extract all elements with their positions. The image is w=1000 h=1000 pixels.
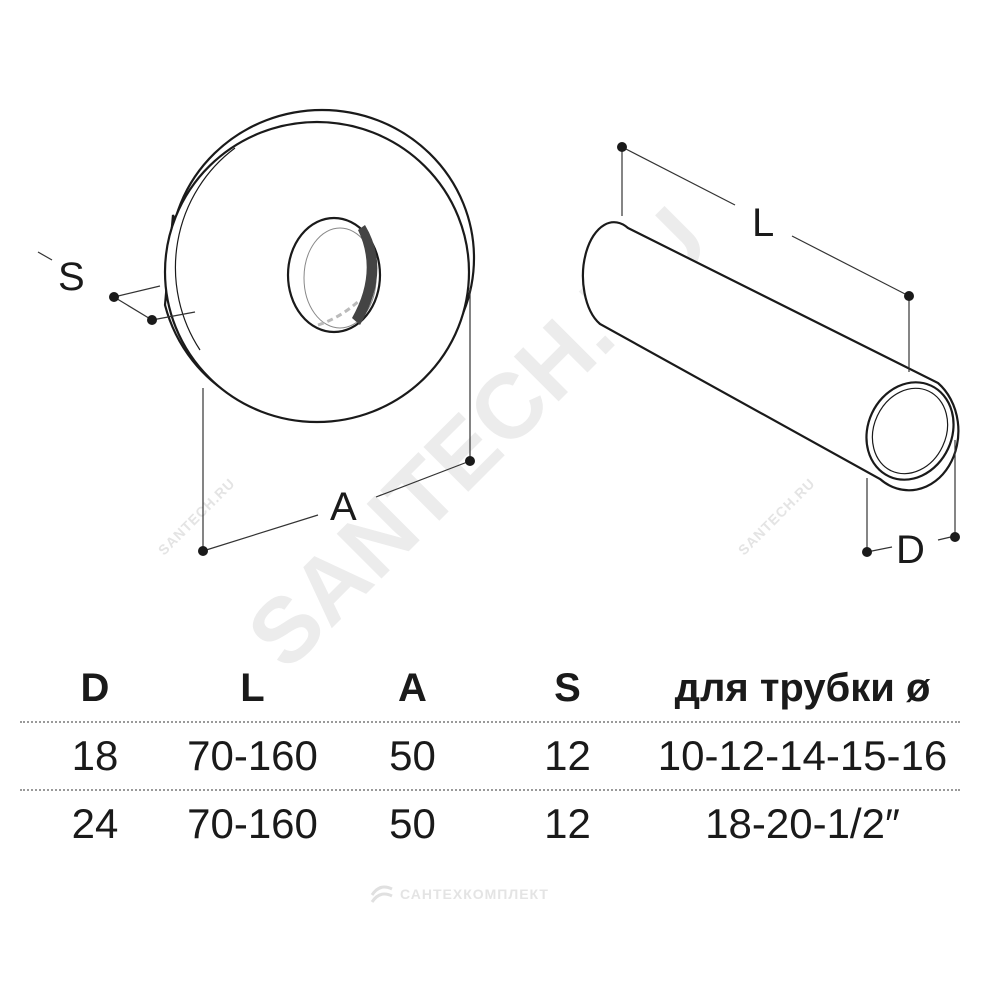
table-cell-a: 50 <box>389 732 436 779</box>
table-cell-pipe-diameter: 10-12-14-15-16 <box>657 732 948 779</box>
table-cell-l: 70-160 <box>187 800 318 847</box>
dimension-label-l: L <box>752 201 774 245</box>
escutcheon-drawing <box>163 108 476 424</box>
dimension-s: S <box>37 251 196 325</box>
table-cell-s: 12 <box>544 732 591 779</box>
table-row: 18 70-160 50 12 10-12-14-15-16 <box>20 721 960 789</box>
tube-drawing <box>581 221 960 492</box>
escutcheon-hole-shade <box>352 225 378 325</box>
tube-end-inner <box>871 387 949 475</box>
table-cell-pipe-diameter: 18-20-1/2″ <box>705 800 900 847</box>
tube-body <box>581 221 960 492</box>
dimension-label-a: A <box>330 485 357 529</box>
watermark-brand-text: САНТЕХКОМПЛЕКТ <box>400 886 549 902</box>
table-header-pipe-diameter: для трубки ø <box>674 665 931 710</box>
dimension-d: D <box>862 440 960 572</box>
table-cell-l: 70-160 <box>187 732 318 779</box>
watermark-brand: САНТЕХКОМПЛЕКТ <box>370 885 549 903</box>
escutcheon-edge-line <box>174 147 236 351</box>
brand-logo-icon <box>370 885 393 903</box>
table-row: 24 70-160 50 12 18-20-1/2″ <box>20 789 960 857</box>
dimension-label-s: S <box>58 255 85 299</box>
table-header-d: D <box>80 665 110 710</box>
dimension-label-d: D <box>896 528 925 572</box>
table-header-s: S <box>554 665 581 710</box>
watermark-small-left: SANTECH.RU <box>155 475 238 558</box>
watermark-small-right: SANTECH.RU <box>735 475 818 558</box>
dimension-l: L <box>617 142 914 372</box>
table-cell-a: 50 <box>389 800 436 847</box>
table-cell-s: 12 <box>544 800 591 847</box>
table-header-l: L <box>240 665 265 710</box>
table-header-row: D L A S для трубки ø <box>20 655 960 721</box>
table-cell-d: 24 <box>71 800 119 847</box>
specification-table: D L A S для трубки ø 18 70-160 50 12 10-… <box>20 655 960 857</box>
tube-end-outer <box>865 381 955 481</box>
table-header-a: A <box>398 665 427 710</box>
table-cell-d: 18 <box>71 732 119 779</box>
dimension-a: A <box>198 288 475 556</box>
escutcheon-hole-slot <box>317 298 362 327</box>
